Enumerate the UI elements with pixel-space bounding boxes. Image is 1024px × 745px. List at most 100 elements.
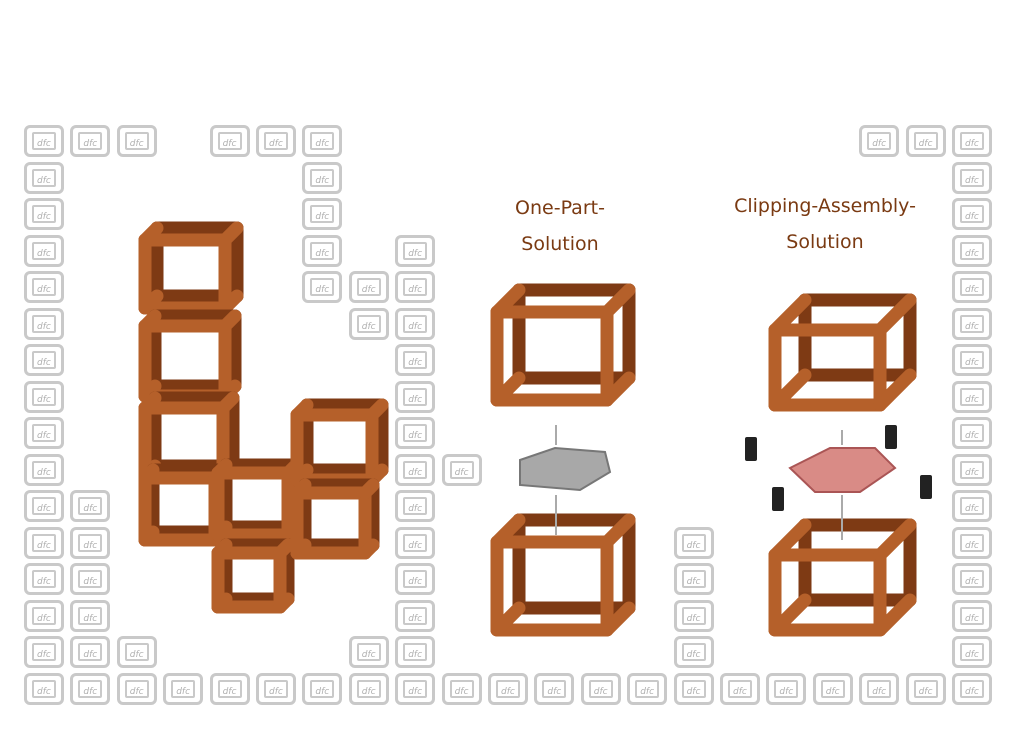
clip-piece — [772, 487, 784, 511]
tile-glyph: dfc — [965, 613, 979, 624]
logo-tile: dfc — [395, 672, 436, 705]
logo-tile: dfc — [24, 125, 64, 157]
tile-glyph: dfc — [501, 686, 515, 697]
logo-tile: dfc — [24, 563, 64, 595]
stacked-cube — [138, 221, 244, 315]
tile-glyph: dfc — [37, 577, 51, 587]
logo-tile: dfc — [24, 417, 64, 449]
tile-glyph: dfc — [686, 686, 701, 697]
label-line: One-Part- — [515, 197, 605, 219]
cube-edge — [138, 525, 160, 547]
tile-glyph: dfc — [315, 175, 330, 186]
cube-edge — [138, 289, 164, 315]
tile-glyph: dfc — [315, 285, 330, 295]
logo-tile: dfc — [952, 380, 992, 413]
tile-glyph: dfc — [83, 139, 98, 149]
cube-edge — [218, 221, 244, 247]
logo-tile: dfc — [70, 672, 111, 705]
cube-edge — [600, 601, 636, 637]
tile-glyph: dfc — [37, 248, 51, 259]
tile-glyph: dfc — [37, 650, 51, 660]
cube-edge — [138, 379, 162, 403]
stacked-cube — [211, 538, 295, 614]
tile-glyph: dfc — [37, 358, 51, 368]
logo-tile: dfc — [905, 672, 946, 705]
tile-glyph: dfc — [454, 686, 469, 697]
logo-tile: dfc — [24, 599, 64, 632]
cube-edge — [768, 593, 812, 637]
label-line: Clipping-Assembly- — [734, 195, 916, 217]
logo-tile: dfc — [673, 563, 714, 595]
tile-glyph: dfc — [965, 650, 979, 660]
logo-tile: dfc — [952, 672, 992, 705]
tile-glyph: dfc — [408, 650, 423, 660]
tile-glyph: dfc — [83, 504, 98, 514]
tile-glyph: dfc — [593, 686, 608, 697]
cube-edge — [873, 593, 917, 637]
logo-tile: dfc — [395, 380, 436, 413]
logo-tile: dfc — [952, 307, 992, 340]
logo-tile: dfc — [24, 490, 64, 522]
logo-tile: dfc — [720, 672, 760, 705]
logo-tile: dfc — [116, 672, 157, 705]
logo-tile: dfc — [302, 125, 343, 157]
tile-glyph: dfc — [83, 577, 98, 587]
tile-glyph: dfc — [965, 358, 979, 368]
cube-edge — [138, 391, 162, 415]
tile-glyph: dfc — [408, 577, 423, 587]
tile-glyph: dfc — [222, 686, 237, 697]
cube-edge — [358, 538, 380, 560]
logo-tile: dfc — [395, 563, 436, 595]
cube-edge — [490, 601, 526, 637]
tile-glyph: dfc — [965, 504, 979, 514]
tile-glyph: dfc — [37, 285, 51, 295]
tile-glyph: dfc — [965, 175, 979, 186]
cube-edge — [138, 463, 160, 485]
tile-glyph: dfc — [37, 139, 51, 149]
logo-tile: dfc — [163, 672, 204, 705]
logo-tile: dfc — [952, 234, 992, 267]
logo-tile: dfc — [952, 526, 992, 559]
cube-edge — [490, 371, 526, 407]
tile-glyph: dfc — [408, 285, 423, 295]
tile-glyph: dfc — [83, 686, 98, 697]
logo-tile: dfc — [395, 307, 436, 340]
cube-edge — [290, 478, 312, 500]
logo-tile: dfc — [24, 198, 64, 230]
tile-glyph: dfc — [315, 139, 330, 149]
tile-glyph: dfc — [83, 613, 98, 624]
logo-tile: dfc — [395, 271, 436, 303]
cube-edge — [273, 592, 295, 614]
cube-edge — [138, 309, 162, 333]
logo-tile: dfc — [952, 344, 992, 376]
logo-tile: dfc — [209, 672, 250, 705]
logo-tile: dfc — [302, 198, 343, 230]
logo-tile: dfc — [24, 380, 64, 413]
tile-glyph: dfc — [686, 577, 701, 587]
tile-glyph: dfc — [965, 248, 979, 259]
cube-edge — [600, 283, 636, 319]
cube-edge — [218, 309, 242, 333]
cube-edge — [218, 289, 244, 315]
stacked-cube — [138, 309, 242, 403]
cube-edge — [768, 518, 812, 562]
cube-edge — [768, 368, 812, 412]
logo-tile: dfc — [952, 636, 992, 668]
logo-tile: dfc — [116, 636, 157, 668]
logo-tile: dfc — [395, 417, 436, 449]
tile-glyph: dfc — [454, 467, 469, 478]
logo-tile: dfc — [673, 599, 714, 632]
tile-glyph: dfc — [129, 139, 144, 149]
logo-tile: dfc — [302, 161, 343, 194]
cube-edge — [211, 458, 233, 480]
logo-tile: dfc — [302, 234, 343, 267]
clip-piece — [920, 475, 932, 499]
logo-tile: dfc — [859, 672, 900, 705]
tile-glyph: dfc — [269, 686, 283, 697]
tile-glyph: dfc — [965, 139, 979, 149]
logo-tile: dfc — [952, 599, 992, 632]
tile-glyph: dfc — [408, 358, 423, 368]
tile-glyph: dfc — [361, 321, 376, 332]
logo-tile: dfc — [24, 307, 64, 340]
